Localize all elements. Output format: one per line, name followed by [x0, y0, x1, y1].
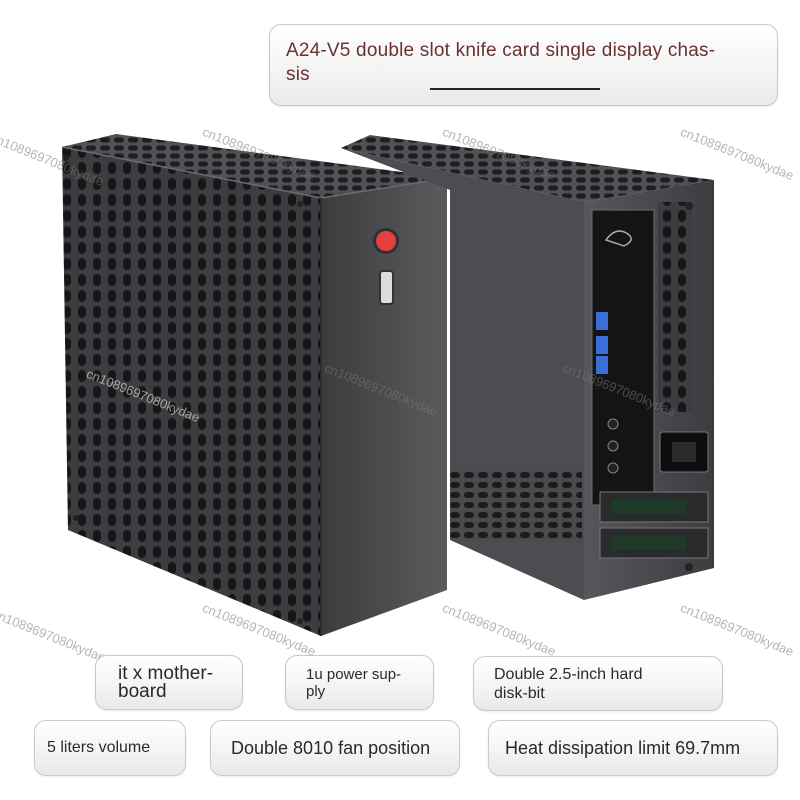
chassis-back-view [341, 135, 714, 600]
chassis-perforated-panel [62, 147, 321, 636]
chassis-front-face [321, 178, 447, 636]
feature-badge-heat-dissipation: Heat dissipation limit 69.7mm [488, 720, 778, 776]
product-title-box: A24-V5 double slot knife card single dis… [269, 24, 778, 106]
feature-line-2: disk-bit [494, 684, 545, 702]
feature-line-1: it x mother- [118, 662, 214, 684]
feature-badge-volume: 5 liters volume [34, 720, 186, 776]
feature-line-1: 1u power sup- [306, 665, 402, 683]
feature-line-2: ply [306, 682, 326, 700]
product-title-line-1: A24-V5 double slot knife card single dis… [286, 40, 716, 61]
chassis-top-face [62, 134, 447, 198]
feature-badge-power-supply: 1u power sup- ply [285, 655, 434, 710]
chassis-front-view [61, 134, 448, 636]
title-underline [430, 88, 600, 90]
feature-badge-motherboard: it x mother- board [95, 655, 243, 710]
feature-label: Heat dissipation limit 69.7mm [505, 737, 741, 758]
feature-label: Double 8010 fan position [231, 737, 431, 758]
product-title-line-2: sis [286, 64, 310, 85]
feature-badge-fan-position: Double 8010 fan position [210, 720, 460, 776]
feature-label: 5 liters volume [47, 739, 151, 756]
power-button [376, 231, 396, 251]
feature-line-1: Double 2.5-inch hard [494, 665, 643, 683]
feature-line-2: board [118, 680, 167, 702]
usb-port [379, 270, 394, 305]
feature-badge-hard-disk: Double 2.5-inch hard disk-bit [473, 656, 723, 711]
